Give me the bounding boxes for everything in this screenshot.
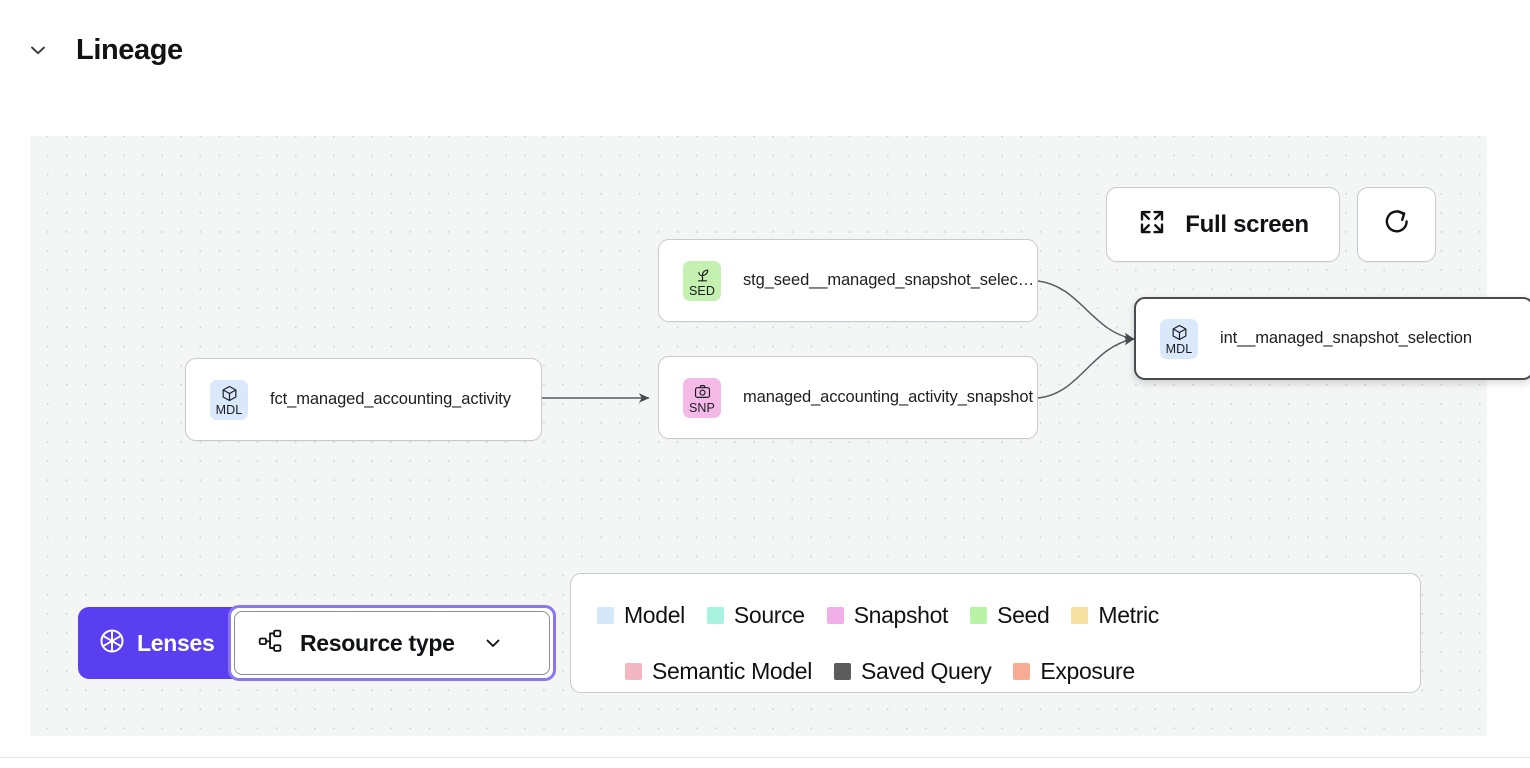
node-badge-label: MDL <box>1165 341 1193 356</box>
camera-icon: SNP <box>683 377 721 418</box>
chevron-down-icon <box>481 631 505 655</box>
edge-seed-to-int <box>1037 280 1135 343</box>
legend-label: Metric <box>1098 601 1159 628</box>
legend-swatch-semantic-model <box>625 662 642 680</box>
legend-item: Exposure <box>1013 657 1135 685</box>
legend-label: Model <box>624 601 685 628</box>
legend-row-primary: Model Source Snapshot Seed Metric <box>597 596 1420 634</box>
full-screen-button[interactable]: Full screen <box>1106 187 1340 262</box>
legend-swatch-model <box>597 606 614 624</box>
resource-type-focus-ring: Resource type <box>228 605 556 681</box>
lineage-canvas[interactable]: MDL fct_managed_accounting_activity SED … <box>30 136 1530 736</box>
expand-icon <box>1137 207 1167 242</box>
lenses-label: Lenses <box>137 629 215 656</box>
legend-row-secondary: Semantic Model Saved Query Exposure <box>597 652 1420 690</box>
legend-item: Snapshot <box>826 601 949 629</box>
legend-swatch-exposure <box>1013 662 1031 680</box>
cube-icon: MDL <box>210 379 248 420</box>
legend-label: Exposure <box>1040 657 1135 684</box>
node-badge-label: MDL <box>215 402 243 417</box>
page-title: Lineage <box>76 33 183 66</box>
resource-type-label: Resource type <box>300 629 455 656</box>
legend-item: Semantic Model <box>625 658 812 685</box>
legend-label: Snapshot <box>853 601 949 628</box>
legend-swatch-seed <box>970 606 988 624</box>
node-label: managed_accounting_activity_snapshot <box>743 388 1033 406</box>
resource-type-dropdown[interactable]: Resource type <box>234 611 550 675</box>
node-badge-label: SNP <box>688 400 715 415</box>
legend-item: Model <box>597 602 685 629</box>
node-label: stg_seed__managed_snapshot_selecti... <box>743 271 1037 289</box>
legend-swatch-saved-query <box>834 662 852 680</box>
aperture-icon <box>98 627 126 660</box>
hierarchy-icon <box>257 627 284 659</box>
legend-swatch-source <box>706 606 724 624</box>
refresh-button[interactable] <box>1357 187 1436 262</box>
node-label: int__managed_snapshot_selection <box>1220 329 1472 347</box>
lenses-button[interactable]: Lenses <box>78 607 233 679</box>
lineage-legend: Model Source Snapshot Seed Metric <box>570 573 1421 693</box>
legend-label: Semantic Model <box>652 657 813 684</box>
page-bottom-divider <box>0 757 1530 759</box>
chevron-down-icon[interactable] <box>22 34 54 66</box>
legend-label: Seed <box>997 601 1050 628</box>
sprout-icon: SED <box>683 260 721 301</box>
full-screen-label: Full screen <box>1185 210 1309 238</box>
node-badge-label: SED <box>688 283 715 298</box>
lineage-controls: Lenses Resource type <box>78 605 556 681</box>
legend-swatch-metric <box>1071 606 1089 624</box>
legend-item: Saved Query <box>834 657 992 685</box>
refresh-icon <box>1381 206 1413 243</box>
legend-label: Source <box>733 601 805 628</box>
legend-label: Saved Query <box>861 657 992 684</box>
cube-icon: MDL <box>1160 318 1198 359</box>
legend-item: Seed <box>970 601 1050 629</box>
edge-snapshot-to-int <box>1037 335 1135 399</box>
lineage-node-fct-managed-accounting-activity[interactable]: MDL fct_managed_accounting_activity <box>185 358 542 441</box>
legend-item: Source <box>706 601 805 629</box>
lineage-node-managed-accounting-activity-snapshot[interactable]: SNP managed_accounting_activity_snapshot <box>658 356 1038 439</box>
lineage-node-stg-seed-managed-snapshot-selection[interactable]: SED stg_seed__managed_snapshot_selecti..… <box>658 239 1038 322</box>
node-label: fct_managed_accounting_activity <box>270 390 511 408</box>
lineage-node-int-managed-snapshot-selection[interactable]: MDL int__managed_snapshot_selection <box>1134 297 1530 380</box>
lineage-section-header: Lineage <box>0 18 183 82</box>
legend-swatch-snapshot <box>826 606 844 624</box>
legend-item: Metric <box>1071 602 1159 629</box>
